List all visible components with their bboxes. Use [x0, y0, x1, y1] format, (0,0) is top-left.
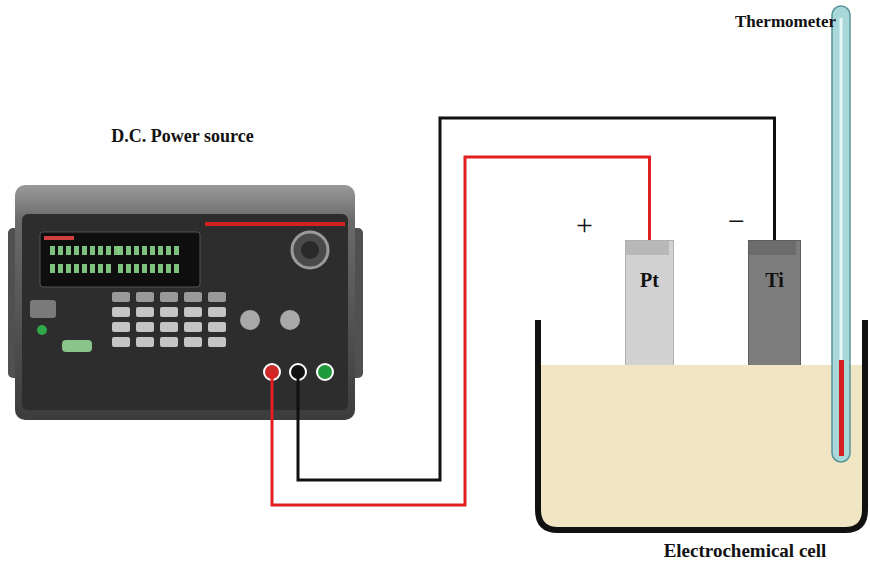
display-segment [174, 246, 179, 255]
key-button [112, 322, 130, 332]
display-digits [50, 246, 179, 273]
display-segment [150, 264, 155, 273]
node-label: Thermometer [735, 12, 836, 32]
node-label: D.C. Power source [5, 126, 360, 147]
key-button [208, 307, 226, 317]
display-segment [58, 246, 63, 255]
key-button [112, 292, 130, 302]
nav-button [280, 310, 300, 330]
key-button [208, 322, 226, 332]
key-button [184, 292, 202, 302]
display-segment [82, 246, 87, 255]
display-segment [126, 264, 131, 273]
beaker-outline [538, 320, 865, 530]
electrolyte [538, 365, 865, 530]
beaker-shape [535, 320, 868, 536]
display-segment [74, 264, 79, 273]
display-segment [142, 264, 147, 273]
keypad [112, 292, 300, 347]
display-segment [66, 246, 71, 255]
power-button [37, 325, 47, 335]
display-segment [98, 246, 103, 255]
thermometer-node: Thermometer [700, 4, 865, 474]
key-button [160, 322, 178, 332]
thermometer-tube [832, 6, 850, 462]
display-segment [134, 264, 139, 273]
display-segment [118, 264, 123, 273]
key-button [184, 337, 202, 347]
display-segment [50, 246, 55, 255]
display-segment [90, 264, 95, 273]
electrode-top [749, 241, 796, 255]
display-segment [166, 264, 171, 273]
display-segment [166, 246, 171, 255]
power-supply-body [8, 185, 363, 420]
display-segment [126, 246, 131, 255]
key-button [136, 292, 154, 302]
key-button [136, 307, 154, 317]
power-source-node: D.C. Power source [5, 118, 360, 428]
display-segment [74, 246, 79, 255]
display-segment [82, 264, 87, 273]
polarity-plus: + [576, 210, 593, 240]
button [62, 340, 92, 352]
display-segment [118, 246, 123, 255]
key-button [184, 322, 202, 332]
nav-button [240, 310, 260, 330]
display-segment [106, 264, 111, 273]
capillary [840, 18, 843, 360]
key-button [136, 337, 154, 347]
display-segment [90, 246, 95, 255]
display-segment [66, 264, 71, 273]
brand-mark [44, 236, 74, 240]
electrochemical-cell: PtTiElectrochemical cell [535, 320, 868, 565]
ground-terminal [317, 364, 333, 380]
display-segment [174, 264, 179, 273]
key-button [184, 307, 202, 317]
red-stripe [205, 222, 345, 226]
key-button [160, 307, 178, 317]
thermometer-shape [700, 4, 865, 474]
display-screen [40, 232, 200, 287]
knob-center [301, 241, 319, 259]
key-button [112, 337, 130, 347]
key-button [136, 322, 154, 332]
device-housing [15, 185, 355, 420]
display-segment [142, 246, 147, 255]
display-segment [150, 246, 155, 255]
node-label: Electrochemical cell [664, 540, 827, 562]
button [30, 300, 56, 318]
key-button [112, 307, 130, 317]
node-label: Ti [749, 269, 800, 292]
display-segment [106, 246, 111, 255]
key-button [160, 292, 178, 302]
node-label: Pt [626, 269, 673, 292]
display-segment [58, 264, 63, 273]
display-segment [158, 246, 163, 255]
mercury-column [839, 360, 844, 456]
electrode-top [626, 241, 669, 255]
display-segment [158, 264, 163, 273]
display-segment [98, 264, 103, 273]
polarity-minus: − [728, 206, 745, 236]
display-segment [50, 264, 55, 273]
display-segment [134, 246, 139, 255]
key-button [160, 337, 178, 347]
key-button [208, 337, 226, 347]
key-button [208, 292, 226, 302]
control-knob [292, 232, 328, 268]
